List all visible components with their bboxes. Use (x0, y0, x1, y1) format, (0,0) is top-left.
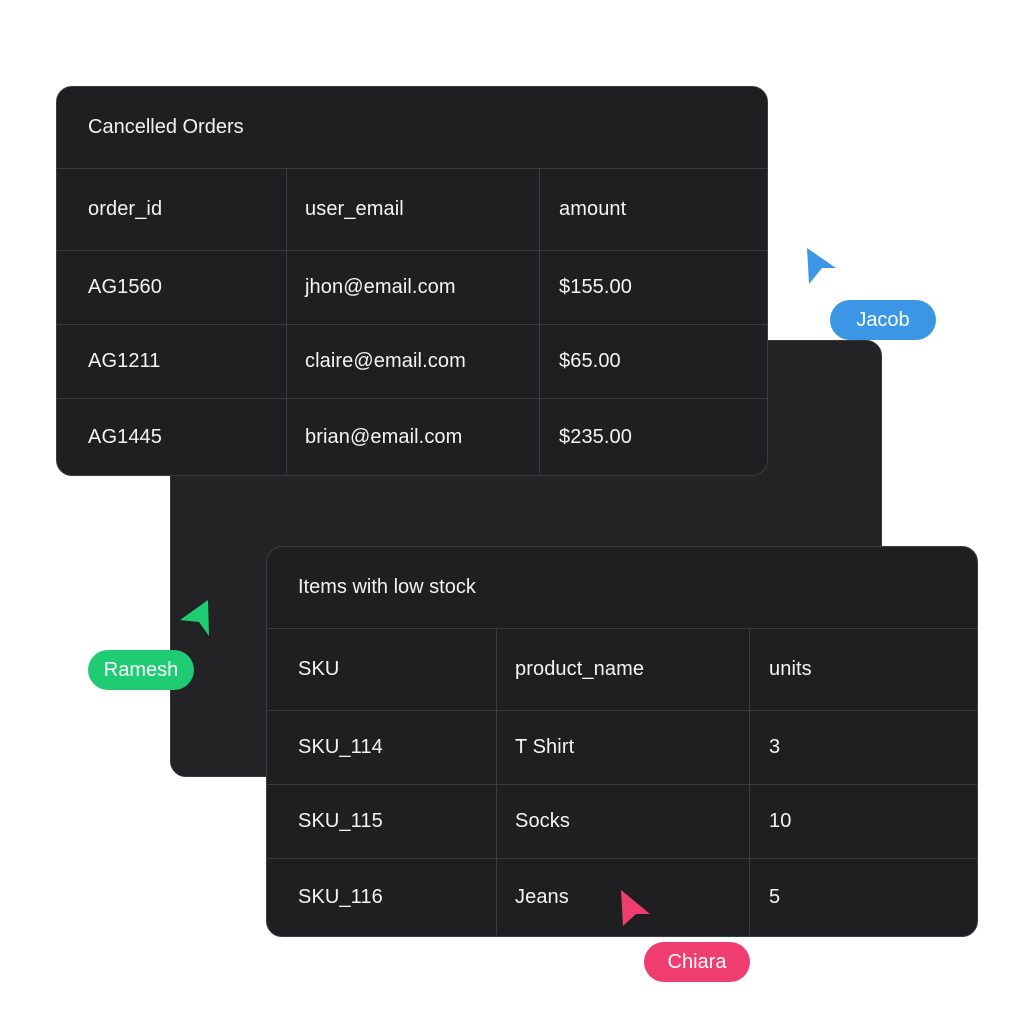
table-cell[interactable]: AG1211 (57, 325, 287, 399)
cursor-arrow-icon (807, 248, 836, 284)
column-header-product-name[interactable]: product_name (497, 629, 750, 711)
table-cell[interactable]: $235.00 (559, 425, 632, 448)
column-header-order-id[interactable]: order_id (57, 169, 287, 251)
table-cell[interactable]: SKU_115 (267, 785, 497, 859)
orders-table: order_id user_email amount AG1560 jhon@e… (57, 169, 767, 475)
table-cell[interactable]: Socks (497, 785, 750, 859)
table-cell[interactable]: Jeans (497, 859, 750, 935)
card-title: Cancelled Orders (57, 87, 767, 169)
collaborator-label-jacob: Jacob (830, 300, 936, 340)
table-cell[interactable]: 5 (769, 885, 781, 908)
table-cell[interactable]: brian@email.com (287, 399, 540, 475)
stock-table: SKU product_name units SKU_114 T Shirt 3… (267, 629, 977, 935)
table-cell[interactable]: $65.00 (540, 325, 767, 399)
table-cell[interactable]: SKU_114 (267, 711, 497, 785)
low-stock-card[interactable]: Items with low stock SKU product_name un… (266, 546, 978, 937)
collaborator-label-ramesh: Ramesh (88, 650, 194, 690)
column-header-amount[interactable]: amount (540, 169, 767, 251)
cursor-arrow-icon (621, 890, 650, 926)
cancelled-orders-card[interactable]: Cancelled Orders order_id user_email amo… (56, 86, 768, 476)
card-title: Items with low stock (267, 547, 977, 629)
table-cell[interactable]: jhon@email.com (287, 251, 540, 325)
table-cell[interactable]: 10 (750, 785, 977, 859)
column-header-user-email[interactable]: user_email (287, 169, 540, 251)
cursor-arrow-icon (180, 600, 209, 636)
table-cell[interactable]: AG1560 (57, 251, 287, 325)
table-cell[interactable]: $155.00 (540, 251, 767, 325)
table-cell[interactable]: AG1445 (57, 399, 287, 475)
collaborator-label-chiara: Chiara (644, 942, 750, 982)
table-cell[interactable]: claire@email.com (287, 325, 540, 399)
column-header-sku[interactable]: SKU (267, 629, 497, 711)
column-header-units[interactable]: units (750, 629, 977, 711)
table-cell[interactable]: T Shirt (497, 711, 750, 785)
table-cell[interactable]: 3 (750, 711, 977, 785)
table-cell[interactable]: SKU_116 (267, 859, 497, 935)
